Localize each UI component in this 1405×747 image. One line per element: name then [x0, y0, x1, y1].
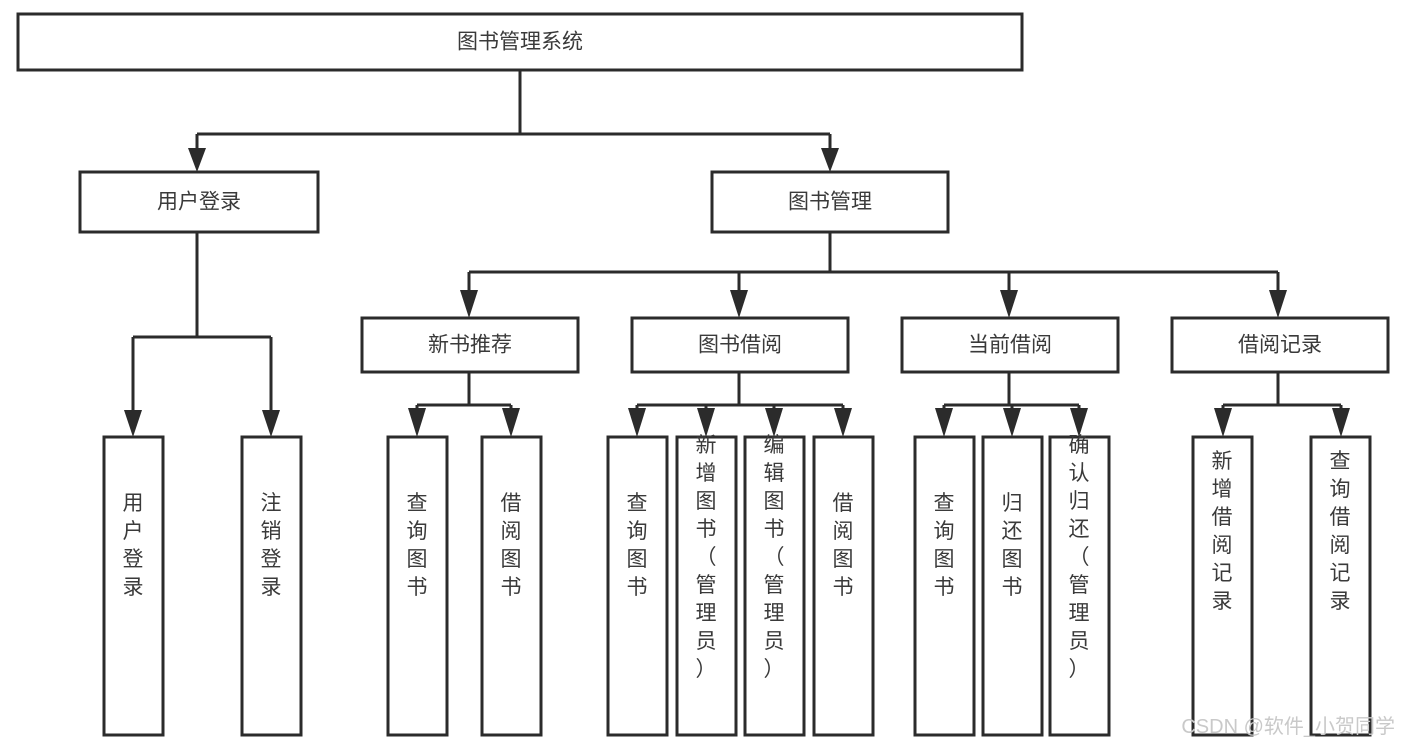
node-current-borrow-label: 当前借阅 — [968, 334, 1052, 357]
arrow-level2-borrow-record — [1269, 290, 1287, 318]
leaf-user-login-0-box — [102, 435, 165, 737]
node-borrow-record[interactable]: 借阅记录 — [1170, 316, 1390, 374]
leaf-current-borrow-2-label: 确认归还（管理员） — [1069, 434, 1090, 681]
arrow-root-to-book-manage — [821, 148, 839, 172]
leaf-book-borrow-3-box — [812, 435, 875, 737]
arrow-root-to-user-login — [188, 148, 206, 172]
leaf-user-login-0-label: 用户登录 — [123, 492, 144, 599]
leaf-book-borrow-0-box — [606, 435, 669, 737]
arrow-user-login-leaf-0 — [124, 410, 142, 437]
leaf-user-login-1-label: 注销登录 — [261, 492, 282, 599]
node-user-login-box — [78, 170, 320, 234]
leaf-borrow-record-1-box — [1309, 435, 1372, 737]
arrow-level2-book-borrow — [730, 290, 748, 318]
arrow-book-borrow-leaf-3 — [834, 408, 852, 437]
leaf-current-borrow-1-box — [981, 435, 1044, 737]
arrow-borrow-record-leaf-0 — [1214, 408, 1232, 437]
node-book-borrow-box — [630, 316, 850, 374]
node-book-borrow-label: 图书借阅 — [698, 334, 782, 357]
leaf-borrow-record-0[interactable]: 新增借阅记录 — [1191, 435, 1254, 737]
node-current-borrow[interactable]: 当前借阅 — [900, 316, 1120, 374]
leaf-book-borrow-1-box — [675, 435, 738, 737]
node-book-manage[interactable]: 图书管理 — [710, 170, 950, 234]
leaf-book-borrow-1-label: 新增图书（管理员） — [696, 434, 717, 681]
arrow-new-book-leaf-1 — [502, 408, 520, 437]
leaf-new-book-1-label: 借阅图书 — [501, 492, 522, 599]
node-new-book-recommend-label: 新书推荐 — [428, 334, 512, 357]
arrow-new-book-leaf-0 — [408, 408, 426, 437]
leaf-current-borrow-1-label: 归还图书 — [1002, 492, 1023, 599]
leaf-new-book-1[interactable]: 借阅图书 — [480, 435, 543, 737]
node-new-book-recommend-box — [360, 316, 580, 374]
leaf-current-borrow-0[interactable]: 查询图书 — [913, 435, 976, 737]
leaf-current-borrow-2-box — [1048, 435, 1111, 737]
arrow-book-borrow-leaf-1 — [697, 408, 715, 437]
leaf-book-borrow-0-label: 查询图书 — [627, 492, 648, 599]
leaf-current-borrow-2[interactable]: 确认归还（管理员） — [1048, 434, 1111, 737]
leaf-borrow-record-0-label: 新增借阅记录 — [1212, 450, 1233, 613]
leaf-user-login-1[interactable]: 注销登录 — [240, 435, 303, 737]
node-root-system[interactable]: 图书管理系统 — [16, 12, 1024, 72]
leaf-borrow-record-0-box — [1191, 435, 1254, 737]
leaf-borrow-record-1[interactable]: 查询借阅记录 — [1309, 435, 1372, 737]
node-book-borrow[interactable]: 图书借阅 — [630, 316, 850, 374]
arrow-current-borrow-leaf-0 — [935, 408, 953, 437]
arrow-current-borrow-leaf-2 — [1070, 408, 1088, 437]
leaf-book-borrow-2-box — [743, 435, 806, 737]
arrow-level2-current-borrow — [1000, 290, 1018, 318]
leaf-book-borrow-2[interactable]: 编辑图书（管理员） — [743, 434, 806, 737]
arrow-borrow-record-leaf-1 — [1332, 408, 1350, 437]
csdn-watermark: CSDN @软件_小贺同学 — [1181, 715, 1395, 738]
leaf-new-book-0[interactable]: 查询图书 — [386, 435, 449, 737]
leaf-new-book-0-box — [386, 435, 449, 737]
leaf-new-book-1-box — [480, 435, 543, 737]
leaf-book-borrow-2-label: 编辑图书（管理员） — [764, 434, 785, 681]
arrow-user-login-leaf-1 — [262, 410, 280, 437]
leaf-current-borrow-0-label: 查询图书 — [934, 492, 955, 599]
node-user-login-label: 用户登录 — [157, 191, 241, 214]
leaf-current-borrow-1[interactable]: 归还图书 — [981, 435, 1044, 737]
node-current-borrow-box — [900, 316, 1120, 374]
leaf-book-borrow-1[interactable]: 新增图书（管理员） — [675, 434, 738, 737]
leaf-new-book-0-label: 查询图书 — [407, 492, 428, 599]
arrow-book-borrow-leaf-0 — [628, 408, 646, 437]
node-book-manage-label: 图书管理 — [788, 191, 872, 214]
node-book-manage-box — [710, 170, 950, 234]
node-root-box — [16, 12, 1024, 72]
arrow-current-borrow-leaf-1 — [1003, 408, 1021, 437]
arrow-book-borrow-leaf-2 — [765, 408, 783, 437]
node-new-book-recommend[interactable]: 新书推荐 — [360, 316, 580, 374]
leaf-borrow-record-1-label: 查询借阅记录 — [1330, 450, 1351, 613]
leaf-user-login-1-box — [240, 435, 303, 737]
leaf-user-login-0[interactable]: 用户登录 — [102, 435, 165, 737]
node-root-label: 图书管理系统 — [457, 31, 583, 54]
leaf-book-borrow-3[interactable]: 借阅图书 — [812, 435, 875, 737]
node-borrow-record-label: 借阅记录 — [1238, 334, 1322, 357]
node-borrow-record-box — [1170, 316, 1390, 374]
leaf-book-borrow-0[interactable]: 查询图书 — [606, 435, 669, 737]
leaf-current-borrow-0-box — [913, 435, 976, 737]
arrow-level2-new-book — [460, 290, 478, 318]
leaf-book-borrow-3-label: 借阅图书 — [833, 492, 854, 599]
node-user-login[interactable]: 用户登录 — [78, 170, 320, 234]
connector-layer — [124, 70, 1350, 437]
